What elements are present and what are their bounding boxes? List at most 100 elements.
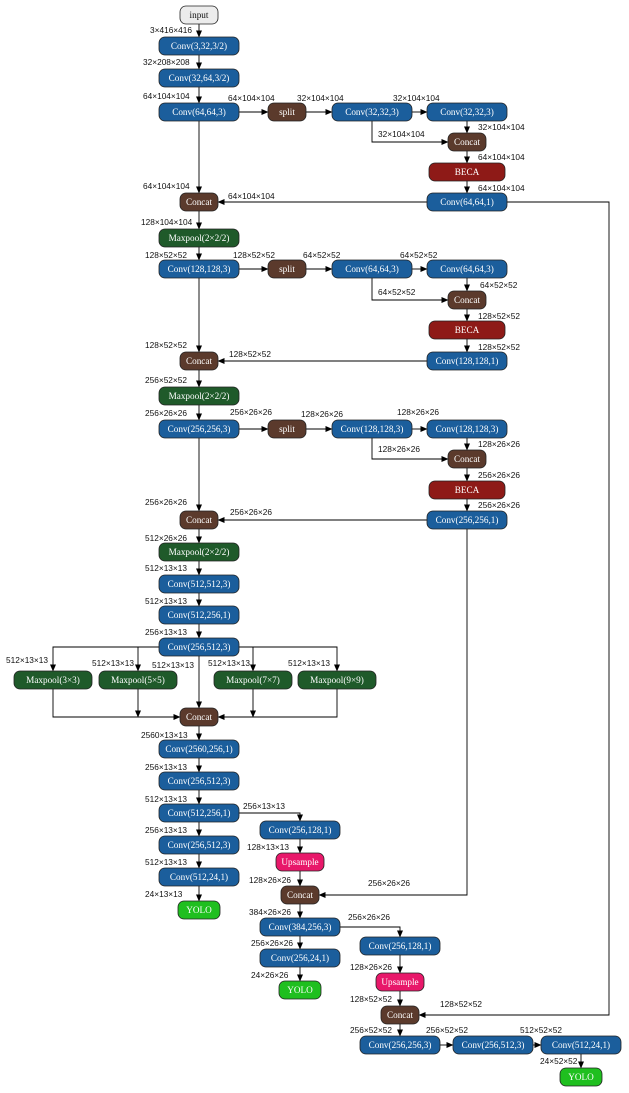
yolo3-node: YOLO	[559, 1067, 603, 1087]
conv-k-node: Conv(512,256,1)	[158, 803, 240, 823]
dim-label-l-b3-becaconv: 256×26×26	[478, 500, 520, 510]
maxpool2-node: Maxpool(2×2/2)	[158, 386, 240, 406]
conv-f-label: Conv(512,512,3)	[168, 579, 231, 589]
dim-label-l-b3-12: 128×26×26	[397, 407, 439, 417]
conv-n-label: Conv(256,128,1)	[269, 825, 332, 835]
dim-label-l-concat4-out: 384×26×26	[249, 907, 291, 917]
edge-53	[239, 812, 303, 822]
conv-c-box	[158, 102, 240, 122]
dim-label-l-g-out: 256×13×13	[145, 627, 187, 637]
b1-conv2-node: Conv(32,32,3)	[426, 102, 508, 122]
maxpool1-box	[158, 228, 240, 248]
conv-o-node: Conv(384,256,3)	[259, 917, 341, 937]
b3-conv3-label: Conv(256,256,1)	[436, 515, 499, 525]
edge-63	[418, 201, 610, 1018]
dim-label-l-b3-c2cat: 128×26×26	[478, 439, 520, 449]
dim-label-l-split3-b: 128×26×26	[301, 409, 343, 419]
b3-conv1-node: Conv(128,128,3)	[331, 419, 413, 439]
conv-e-node: Conv(256,256,3)	[158, 419, 240, 439]
mp-5-box	[98, 670, 178, 690]
b1-concat-node: Concat	[447, 132, 487, 152]
conv-g-node: Conv(512,256,1)	[158, 605, 240, 625]
spp-concat-box	[179, 707, 219, 727]
mp-9-box	[297, 670, 377, 690]
conv-s-box	[452, 1035, 534, 1055]
conv-f-box	[158, 574, 240, 594]
edge-56	[318, 529, 468, 898]
mp-3-node: Maxpool(3×3)	[13, 670, 93, 690]
dim-label-l-concat2-in: 128×52×52	[145, 340, 187, 350]
input-box	[179, 5, 219, 25]
conv-e-box	[158, 419, 240, 439]
b1-conv2-box	[426, 102, 508, 122]
conv-t-box	[540, 1035, 622, 1055]
edge-18	[371, 278, 449, 303]
dim-label-l-concat1-out: 128×104×104	[141, 217, 193, 227]
concat4-node: Concat	[280, 885, 320, 905]
input-label: input	[190, 10, 209, 20]
split1-node: split	[267, 102, 307, 122]
conv-q-node: Conv(256,128,1)	[359, 936, 441, 956]
dim-label-l-b1-c2cat: 32×104×104	[478, 122, 525, 132]
conv-m-label: Conv(512,24,1)	[170, 872, 228, 882]
conv-l-node: Conv(256,512,3)	[158, 835, 240, 855]
b3-conv3-box	[426, 510, 508, 530]
dim-label-l-o-side: 256×26×26	[348, 912, 390, 922]
split2-node: split	[267, 259, 307, 279]
b3-conv1-label: Conv(128,128,3)	[341, 424, 404, 434]
dim-label-l-i-out: 256×13×13	[145, 762, 187, 772]
edge-43	[52, 689, 181, 720]
dim-label-l-mp-5: 512×13×13	[92, 658, 134, 668]
conv-b-box	[158, 68, 240, 88]
b3-beca-box	[428, 480, 506, 500]
conv-h-label: Conv(256,512,3)	[168, 642, 231, 652]
dim-label-l-split-b1: 32×104×104	[297, 93, 344, 103]
dim-label-l-b2-back: 128×52×52	[229, 349, 271, 359]
dim-label-l-b2-c2cat: 64×52×52	[480, 280, 518, 290]
mp-3-box	[13, 670, 93, 690]
b2-conv2-box	[426, 259, 508, 279]
b3-conv2-box	[426, 419, 508, 439]
maxpool1-label: Maxpool(2×2/2)	[169, 233, 230, 243]
dim-label-l-f-out: 512×13×13	[145, 596, 187, 606]
b1-beca-box	[428, 162, 506, 182]
split2-label: split	[279, 264, 295, 274]
dim-label-l-mp-9: 512×13×13	[288, 658, 330, 668]
dim-label-l-d-split: 128×52×52	[233, 250, 275, 260]
yolo2-box	[278, 980, 322, 1000]
b1-conv3-node: Conv(64,64,1)	[426, 192, 508, 212]
conv-f-node: Conv(512,512,3)	[158, 574, 240, 594]
conv-t-node: Conv(512,24,1)	[540, 1035, 622, 1055]
dim-label-l-c-split: 64×104×104	[228, 93, 275, 103]
conv-d-node: Conv(128,128,3)	[158, 259, 240, 279]
b2-conv2-node: Conv(64,64,3)	[426, 259, 508, 279]
dim-label-l-q-out: 128×26×26	[350, 962, 392, 972]
conv-b-node: Conv(32,64,3/2)	[158, 68, 240, 88]
b1-beca-label: BECA	[455, 167, 480, 177]
conv-b-label: Conv(32,64,3/2)	[169, 73, 230, 83]
maxpool3-label: Maxpool(2×2/2)	[169, 547, 230, 557]
conv-r-label: Conv(256,256,3)	[369, 1040, 432, 1050]
edge-40	[239, 646, 340, 672]
maxpool2-box	[158, 386, 240, 406]
b2-beca-node: BECA	[428, 320, 506, 340]
concat5-box	[380, 1005, 420, 1025]
maxpool2-label: Maxpool(2×2/2)	[169, 391, 230, 401]
dim-label-l-up1-out: 128×26×26	[249, 875, 291, 885]
concat5-node: Concat	[380, 1005, 420, 1025]
dim-label-l-b2-becaconv: 128×52×52	[478, 342, 520, 352]
mp-5-node: Maxpool(5×5)	[98, 670, 178, 690]
b2-beca-label: BECA	[455, 325, 480, 335]
upsample1-label: Upsample	[281, 857, 318, 867]
concat2-box	[179, 351, 219, 371]
yolo2-label: YOLO	[287, 985, 313, 995]
concat1-box	[179, 192, 219, 212]
dim-label-l-mp1-out: 128×52×52	[145, 250, 187, 260]
dim-label-l-b2-bypass: 64×52×52	[378, 287, 416, 297]
conv-m-node: Conv(512,24,1)	[158, 867, 240, 887]
b1-conv1-box	[331, 102, 413, 122]
dim-label-l-b3-back: 256×26×26	[230, 507, 272, 517]
conv-i-node: Conv(2560,256,1)	[158, 739, 240, 759]
edge-38	[50, 646, 159, 672]
